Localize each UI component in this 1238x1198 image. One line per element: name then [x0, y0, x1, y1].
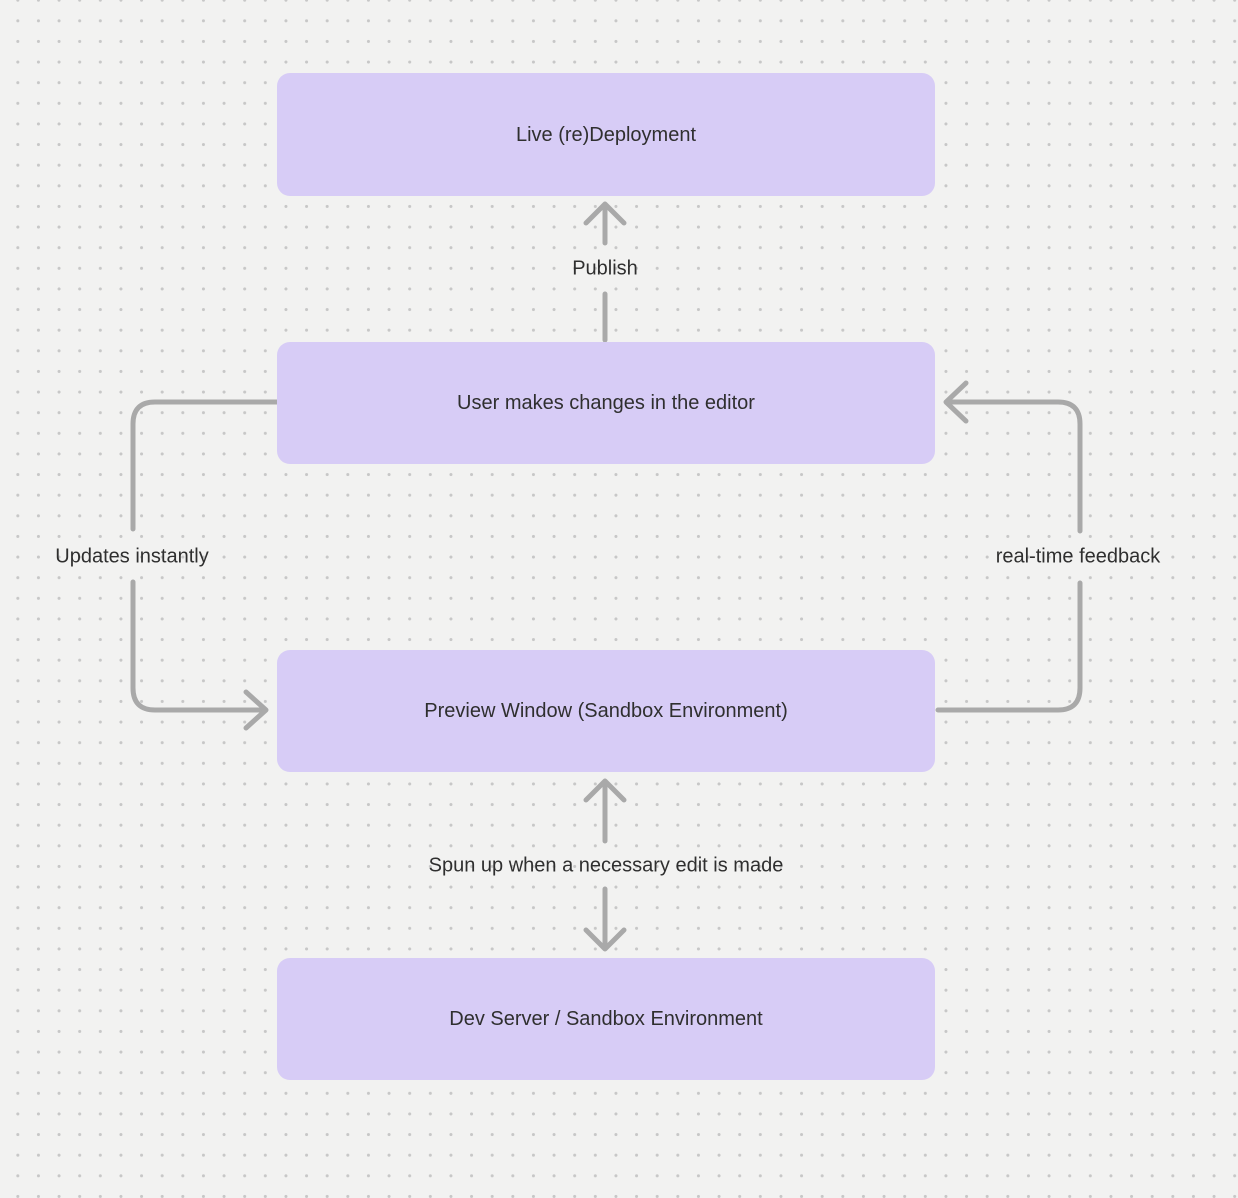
node-user-editor-label: User makes changes in the editor: [457, 392, 755, 414]
node-live-redeployment-label: Live (re)Deployment: [515, 123, 697, 146]
node-live-redeployment: Live (re)Deployment: [277, 73, 935, 196]
edge-label-spun-up: Spun up when a necessary edit is made: [428, 854, 784, 877]
node-preview-window: Preview Window (Sandbox Environment): [277, 650, 935, 772]
edge-label-real-time-feedback: real-time feedback: [995, 545, 1161, 568]
node-preview-window-label: Preview Window (Sandbox Environment): [424, 700, 788, 722]
edge-label-publish: Publish: [572, 257, 638, 280]
node-dev-server-label: Dev Server / Sandbox Environment: [449, 1008, 763, 1030]
node-dev-server: Dev Server / Sandbox Environment: [277, 958, 935, 1080]
node-user-editor: User makes changes in the editor: [277, 342, 935, 464]
edge-label-updates-instantly: Updates instantly: [55, 545, 209, 568]
